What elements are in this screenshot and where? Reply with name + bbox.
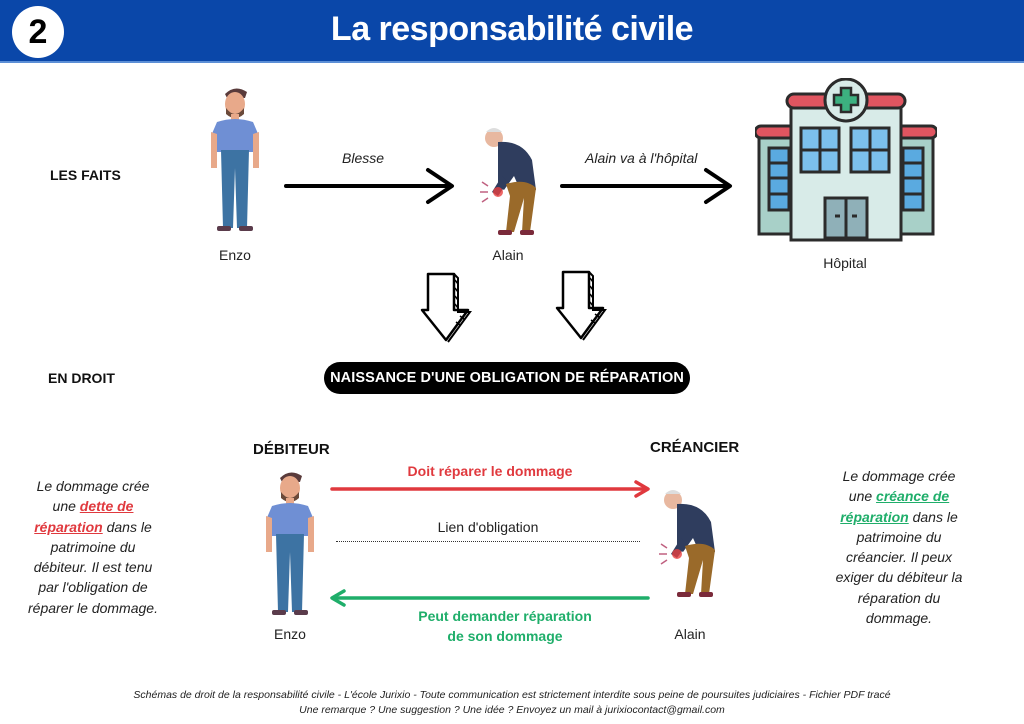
arrow-right-icon bbox=[560, 168, 732, 204]
note-line: dommage. bbox=[865, 610, 933, 627]
arrow-right-red-icon bbox=[330, 480, 650, 498]
note-text: une bbox=[52, 498, 80, 515]
obligation-link-label: Lien d'obligation bbox=[437, 519, 539, 535]
creditor-name: Alain bbox=[674, 626, 706, 642]
note-line: réparation dans le bbox=[18, 517, 168, 537]
debtor-name: Enzo bbox=[274, 626, 306, 642]
note-line: réparation du bbox=[857, 589, 941, 606]
note-line: réparer le dommage. bbox=[28, 599, 158, 616]
action-label-hopital: Alain va à l'hôpital bbox=[585, 150, 698, 166]
note-line: Le dommage crée bbox=[842, 468, 956, 484]
claim-arrow-label: Peut demander réparation de son dommage bbox=[380, 606, 630, 646]
note-line: une dette de bbox=[18, 496, 168, 516]
creditor-label: CRÉANCIER bbox=[650, 439, 740, 456]
debt-highlight: dette de bbox=[79, 498, 134, 515]
obligation-pill: NAISSANCE D'UNE OBLIGATION DE RÉPARATION bbox=[324, 362, 690, 394]
debt-arrow-label: Doit réparer le dommage bbox=[407, 463, 573, 479]
claim-highlight: réparation bbox=[840, 508, 909, 525]
note-line: Le dommage crée bbox=[36, 478, 150, 494]
note-line: créancier. Il peux bbox=[845, 549, 953, 566]
injured-man-icon bbox=[659, 490, 715, 597]
down-arrow-icon bbox=[420, 272, 472, 343]
place-label-hopital: Hôpital bbox=[823, 255, 867, 271]
creditor-note: Le dommage crée une créance de réparatio… bbox=[824, 466, 974, 628]
page-title: La responsabilité civile bbox=[330, 10, 694, 48]
man-standing-icon bbox=[266, 472, 314, 615]
footer-contact: Une remarque ? Une suggestion ? Une idée… bbox=[299, 704, 725, 716]
claim-arrow-label-line-1: Peut demander réparation bbox=[418, 608, 592, 624]
note-text: dans le bbox=[102, 518, 152, 535]
note-line: patrimoine du bbox=[50, 538, 136, 555]
header-bar: 2 La responsabilité civile bbox=[0, 0, 1024, 63]
section-label-facts: LES FAITS bbox=[50, 167, 121, 183]
claim-highlight: créance de bbox=[876, 488, 950, 505]
chapter-number-badge: 2 bbox=[12, 6, 64, 58]
man-standing-icon bbox=[211, 88, 259, 231]
down-arrow-icon bbox=[555, 270, 607, 341]
injured-man-icon bbox=[480, 128, 536, 235]
footer-disclaimer: Schémas de droit de la responsabilité ci… bbox=[133, 689, 891, 701]
note-line: exiger du débiteur la bbox=[835, 569, 963, 586]
note-line: patrimoine du bbox=[856, 528, 942, 545]
obligation-link-line bbox=[336, 541, 640, 542]
note-line: une créance de bbox=[824, 486, 974, 506]
action-label-blesse: Blesse bbox=[342, 150, 385, 166]
note-text: dans le bbox=[908, 508, 958, 525]
claim-arrow-label-line-2: de son dommage bbox=[447, 628, 563, 644]
arrow-right-icon bbox=[284, 168, 454, 204]
actor-label-alain: Alain bbox=[492, 247, 524, 263]
actor-label-enzo: Enzo bbox=[219, 247, 251, 263]
note-text: une bbox=[848, 488, 877, 505]
note-line: débiteur. Il est tenu bbox=[33, 559, 153, 576]
note-line: réparation dans le bbox=[824, 507, 974, 527]
footer: Schémas de droit de la responsabilité ci… bbox=[0, 688, 1024, 718]
hospital-icon bbox=[755, 78, 937, 242]
section-label-law: EN DROIT bbox=[48, 370, 115, 386]
debtor-label: DÉBITEUR bbox=[253, 441, 330, 458]
debt-highlight: réparation bbox=[34, 518, 103, 535]
arrow-left-green-icon bbox=[330, 589, 650, 607]
debtor-note: Le dommage crée une dette de réparation … bbox=[18, 476, 168, 618]
note-line: par l'obligation de bbox=[38, 579, 148, 596]
